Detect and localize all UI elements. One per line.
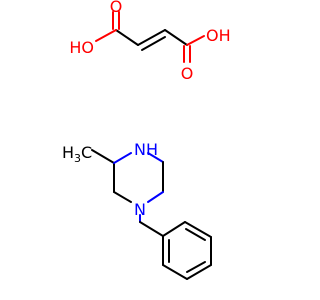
top-carbonyl-oxygen-label: O xyxy=(110,0,123,16)
left-hydroxyl-label: HO xyxy=(69,38,94,57)
amine-n-label: N xyxy=(134,140,146,159)
chemical-structure-canvas: O O HO OH H3C N H N xyxy=(62,0,231,280)
right-hydroxyl-bond xyxy=(186,35,205,46)
right-carboxyl-bond xyxy=(164,29,188,46)
methyl-bond xyxy=(91,149,115,164)
benzylmethylpiperazine-molecule: H3C N H N xyxy=(62,140,212,280)
ring-bond-c2-n1 xyxy=(113,152,132,164)
benzene-bond-5 xyxy=(162,264,188,280)
right-hydroxyl-label: OH xyxy=(206,26,231,45)
left-hydroxyl-bond xyxy=(95,29,117,42)
bottom-carbonyl-oxygen-label: O xyxy=(181,64,194,83)
methyl-subscript-label: 3 xyxy=(74,152,81,165)
methyl-label: H3C xyxy=(62,143,92,165)
fumaric-acid-molecule: O O HO OH xyxy=(69,0,230,83)
benzyl-ch2-bond xyxy=(139,221,164,237)
tertiary-n-label: N xyxy=(134,200,146,219)
ring-bond-n1-c6 xyxy=(147,152,164,163)
benzene-bond-1 xyxy=(162,221,186,237)
benzene-bond-2 xyxy=(184,221,212,238)
methyl-c-label: C xyxy=(81,143,92,162)
methyl-h-label: H xyxy=(62,143,74,162)
alkene-double-bond-inner xyxy=(141,36,166,51)
ring-bond-c3-n4 xyxy=(113,191,132,203)
alkene-double-bond xyxy=(137,29,166,46)
benzene-inner-bond-a xyxy=(185,228,206,241)
benzene-bond-4 xyxy=(186,264,212,280)
ring-bond-c5-n4 xyxy=(147,191,164,203)
amine-h-label: H xyxy=(146,140,158,159)
benzene-inner-bond-b xyxy=(186,261,206,273)
left-carboxyl-bond xyxy=(115,29,139,46)
